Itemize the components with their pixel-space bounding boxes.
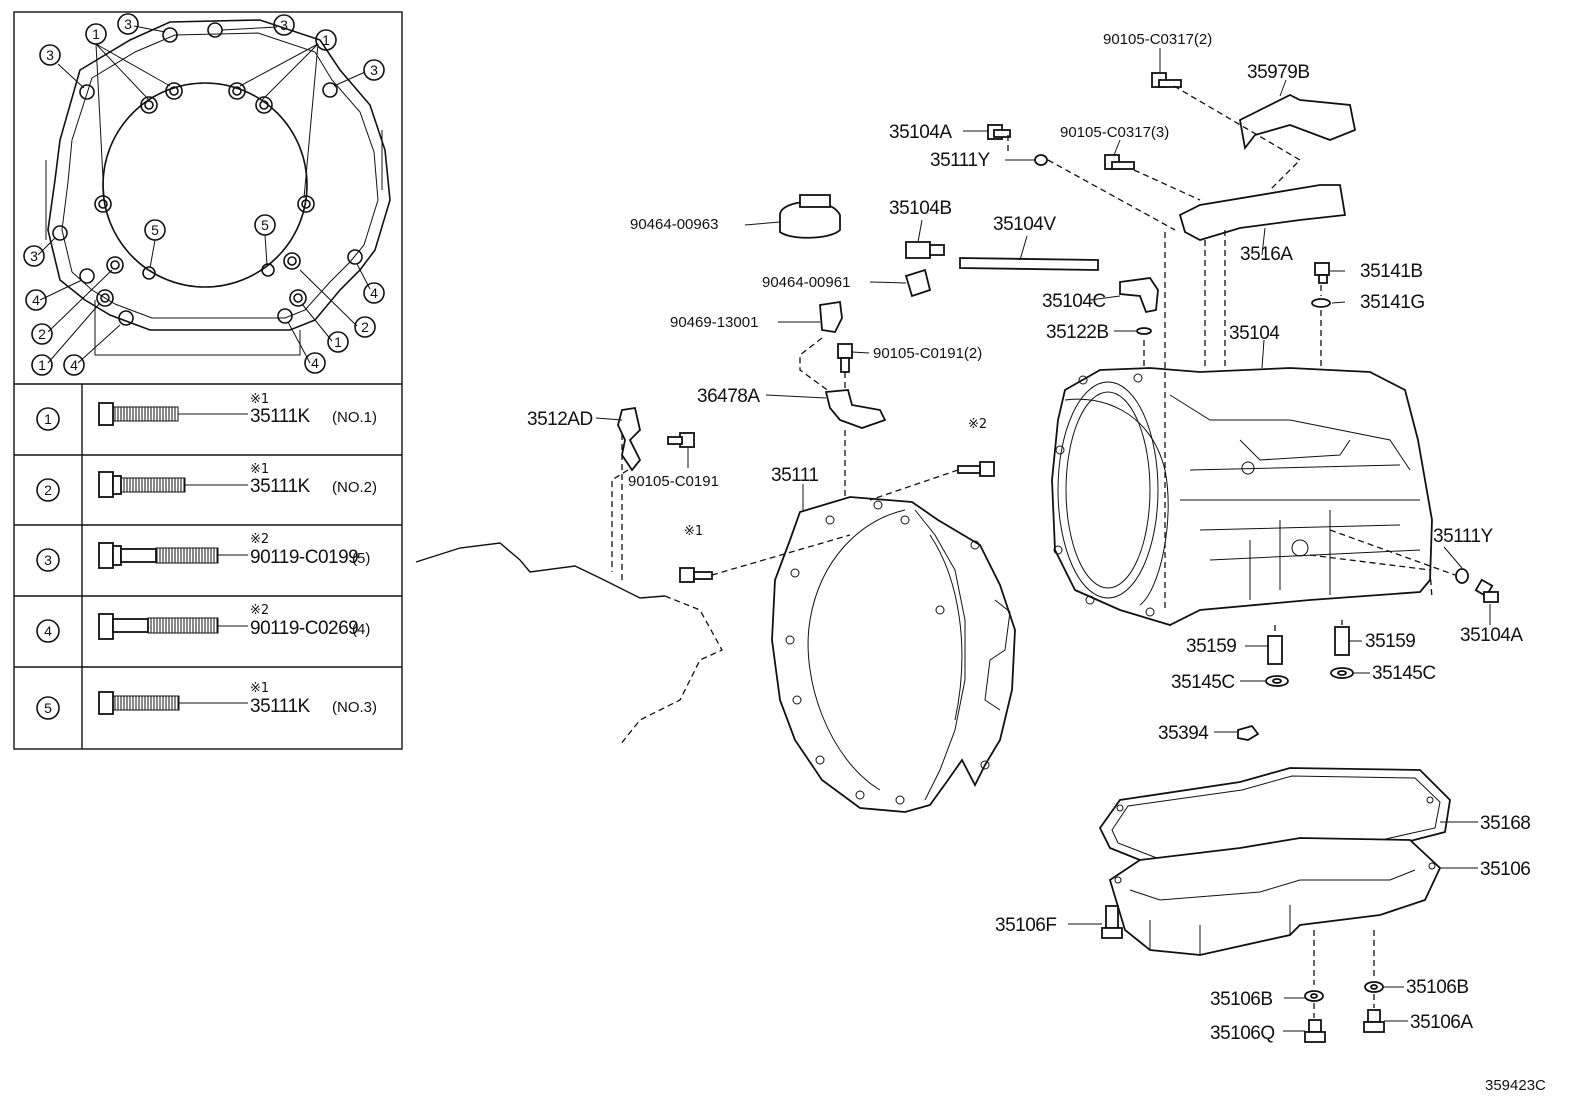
callout-3: 3 — [370, 62, 378, 78]
row-index: 1 — [44, 411, 52, 427]
label-35145C-left: 35145C — [1171, 672, 1235, 693]
table-row: 5 ※1 35111K (NO.3) — [36, 681, 377, 720]
label-35141B: 35141B — [1360, 261, 1423, 282]
label-36478A: 36478A — [697, 386, 760, 407]
row-index: 4 — [44, 623, 52, 639]
figure-code: 359423C — [1485, 1077, 1546, 1094]
callout-4: 4 — [370, 285, 378, 301]
label-90464-00961: 90464-00961 — [762, 274, 850, 291]
label-35111Y-right: 35111Y — [1433, 526, 1494, 547]
callout-4: 4 — [70, 357, 78, 373]
transmission-case-35104 — [1051, 367, 1433, 626]
label-35145C-right: 35145C — [1372, 663, 1436, 684]
bellhousing-face-view — [37, 19, 391, 364]
label-35159-right: 35159 — [1365, 631, 1415, 652]
label-35104A-right: 35104A — [1460, 625, 1523, 646]
callout-4: 4 — [32, 292, 40, 308]
note-marker-2: ※2 — [968, 417, 987, 432]
inset-callouts: 1 1 3 3 3 3 3 4 4 2 2 1 1 4 4 5 5 — [23, 13, 385, 376]
label-3516A: 3516A — [1240, 244, 1293, 265]
label-35394: 35394 — [1158, 723, 1209, 744]
small-parts — [617, 72, 1499, 1043]
part-spec: (4) — [352, 621, 370, 638]
part-number: 35111K — [250, 406, 311, 427]
callout-3: 3 — [30, 248, 38, 264]
callout-3: 3 — [280, 17, 288, 33]
label-3512AD: 3512AD — [527, 409, 593, 430]
label-35106B-left: 35106B — [1210, 989, 1273, 1010]
callout-2: 2 — [361, 319, 369, 335]
part-labels: 90105-C0317(2) 35979B 35104A 90105-C0317… — [527, 31, 1546, 1094]
bolt-table: 1 ※1 35111K (NO.1) 2 ※1 35111K (NO.2) 3 — [36, 392, 377, 720]
note-marker: ※2 — [250, 603, 269, 618]
table-row: 1 ※1 35111K (NO.1) — [36, 392, 377, 431]
note-marker-1: ※1 — [684, 524, 703, 539]
label-35106Q: 35106Q — [1210, 1023, 1275, 1044]
label-90105-C0317-3: 90105-C0317(3) — [1060, 124, 1169, 141]
callout-1: 1 — [92, 26, 100, 42]
part-spec: (NO.1) — [332, 409, 377, 426]
part-number: 35111K — [250, 696, 311, 717]
part-spec: (NO.3) — [332, 699, 377, 716]
label-35106: 35106 — [1480, 859, 1530, 880]
callout-1: 1 — [322, 32, 330, 48]
note-marker: ※1 — [250, 392, 269, 407]
callout-3: 3 — [124, 16, 132, 32]
callout-5: 5 — [261, 217, 269, 233]
assembly-lines — [611, 85, 1456, 1018]
label-35106A: 35106A — [1410, 1012, 1473, 1033]
label-35104B: 35104B — [889, 198, 952, 219]
label-35106B-right: 35106B — [1406, 977, 1469, 998]
bellhousing-35111 — [771, 496, 1016, 813]
note-marker: ※2 — [250, 532, 269, 547]
callout-1: 1 — [38, 357, 46, 373]
part-spec: (NO.2) — [332, 479, 377, 496]
callout-2: 2 — [38, 326, 46, 342]
label-35111Y-top: 35111Y — [930, 150, 991, 171]
callout-5: 5 — [151, 222, 159, 238]
label-35104: 35104 — [1229, 323, 1280, 344]
part-spec: (5) — [352, 550, 370, 567]
label-35159-left: 35159 — [1186, 636, 1236, 657]
table-row: 3 ※2 90119-C0199 (5) — [36, 532, 370, 572]
part-number: 90119-C0269 — [250, 618, 358, 639]
callout-3: 3 — [46, 47, 54, 63]
label-35104C: 35104C — [1042, 291, 1106, 312]
row-index: 5 — [44, 700, 52, 716]
table-row: 2 ※1 35111K (NO.2) — [36, 462, 377, 502]
note-marker: ※1 — [250, 462, 269, 477]
part-number: 90119-C0199 — [250, 547, 358, 568]
engine-outline — [415, 420, 723, 746]
label-35122B: 35122B — [1046, 322, 1109, 343]
oil-pan-35106 — [1108, 837, 1442, 956]
callout-4: 4 — [311, 355, 319, 371]
callout-1: 1 — [334, 334, 342, 350]
part-number: 35111K — [250, 476, 311, 497]
label-90105-C0317-2: 90105-C0317(2) — [1103, 31, 1212, 48]
label-35104V: 35104V — [993, 214, 1056, 235]
leader-lines — [595, 48, 1491, 1032]
label-35104A-top: 35104A — [889, 122, 952, 143]
label-35979B: 35979B — [1247, 62, 1310, 83]
inset-panel — [13, 11, 403, 750]
label-35168: 35168 — [1480, 813, 1530, 834]
label-35111: 35111 — [771, 465, 819, 486]
table-row: 4 ※2 90119-C0269 (4) — [36, 603, 370, 643]
label-90105-C0191: 90105-C0191 — [628, 473, 719, 490]
note-marker: ※1 — [250, 681, 269, 696]
label-90464-00963: 90464-00963 — [630, 216, 718, 233]
row-index: 3 — [44, 552, 52, 568]
row-index: 2 — [44, 482, 52, 498]
label-35106F: 35106F — [995, 915, 1056, 936]
label-90469-13001: 90469-13001 — [670, 314, 758, 331]
label-35141G: 35141G — [1360, 292, 1425, 313]
label-90105-C0191-2: 90105-C0191(2) — [873, 345, 982, 362]
